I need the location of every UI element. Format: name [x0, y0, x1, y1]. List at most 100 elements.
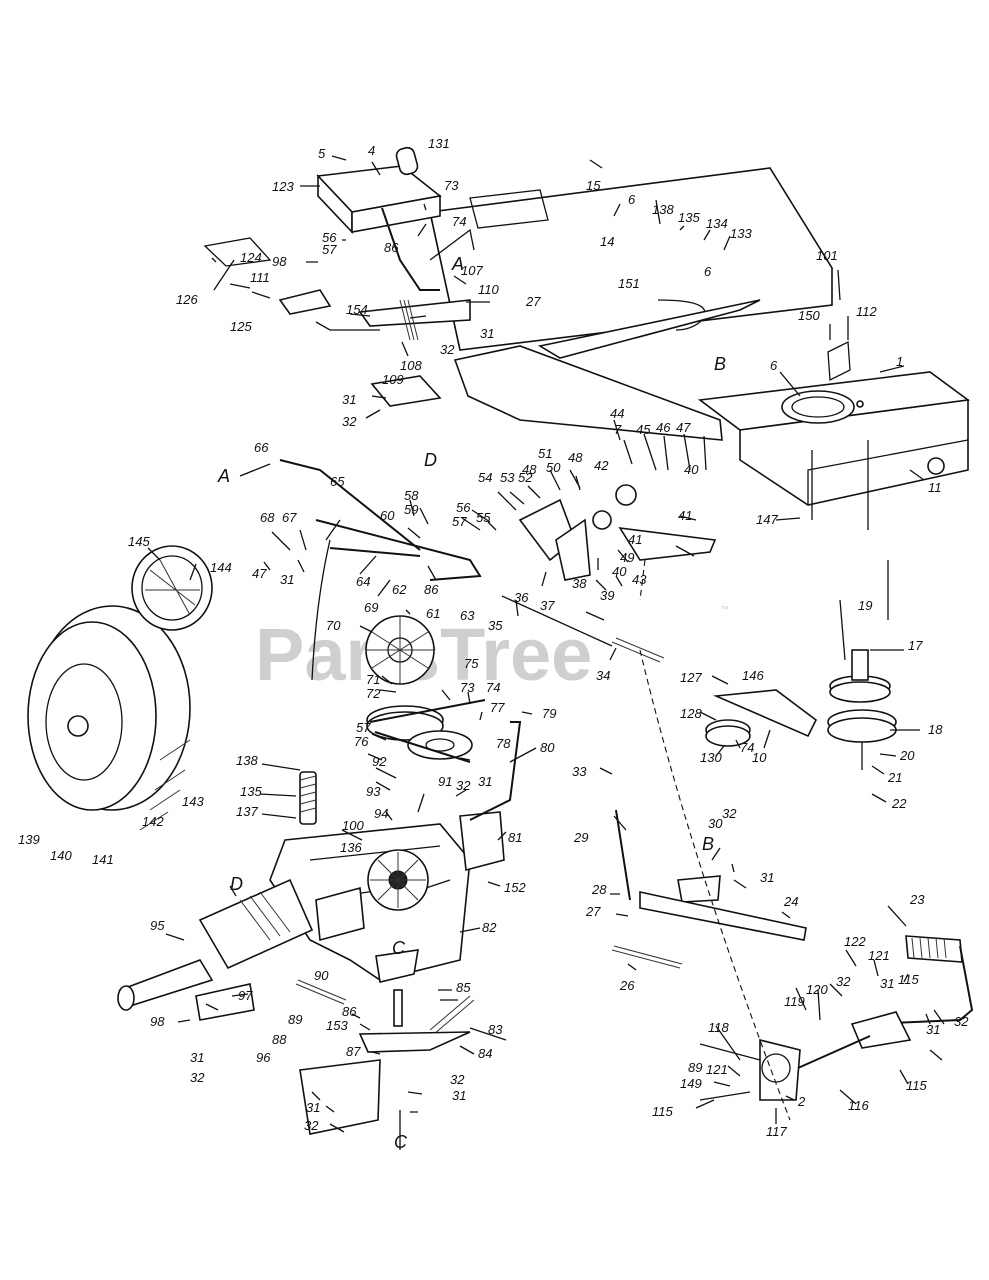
- ref-label: 18: [928, 722, 943, 737]
- ref-label: 56: [322, 230, 337, 245]
- ref-label: 43: [632, 572, 647, 587]
- ref-label: 111: [250, 270, 270, 285]
- ref-label: 53: [500, 470, 515, 485]
- callout-letter: D: [424, 450, 437, 470]
- ref-label: 112: [856, 304, 877, 319]
- ref-label: 123: [272, 179, 294, 194]
- ref-label: 31: [306, 1100, 320, 1115]
- ref-label: 7: [614, 422, 622, 437]
- ref-label: 119: [784, 994, 805, 1009]
- ref-label: 27: [585, 904, 601, 919]
- ref-label: 75: [464, 656, 479, 671]
- ref-label: 37: [540, 598, 555, 613]
- ref-label: 74: [740, 740, 754, 755]
- ref-label: 31: [342, 392, 356, 407]
- ref-label: 126: [176, 292, 198, 307]
- ref-label: 33: [572, 764, 587, 779]
- ref-label: 57: [452, 514, 467, 529]
- ref-label: 59: [404, 502, 418, 517]
- ref-label: 46: [656, 420, 671, 435]
- ref-label: 144: [210, 560, 232, 575]
- ref-label: 32: [440, 342, 455, 357]
- ref-label: 21: [887, 770, 902, 785]
- ref-label: 86: [342, 1004, 357, 1019]
- ref-label: 22: [891, 796, 907, 811]
- ref-label: 20: [899, 748, 915, 763]
- ref-label: 93: [366, 784, 381, 799]
- ref-label: 124: [240, 250, 262, 265]
- callout-letter: D: [230, 874, 243, 894]
- ref-label: 14: [600, 234, 614, 249]
- callout-letter: B: [714, 354, 726, 374]
- ref-label: 11: [928, 480, 942, 495]
- ref-label: 77: [490, 700, 505, 715]
- ref-label: 96: [256, 1050, 271, 1065]
- ref-label: 81: [508, 830, 522, 845]
- ref-label: 73: [460, 680, 475, 695]
- ref-label: 27: [525, 294, 541, 309]
- ref-label: 19: [858, 598, 872, 613]
- ref-label: 6: [770, 358, 778, 373]
- ref-label: 31: [452, 1088, 466, 1103]
- ref-label: 41: [628, 532, 642, 547]
- ref-label: 139: [18, 832, 40, 847]
- ref-label: 63: [460, 608, 475, 623]
- ref-label: 78: [496, 736, 511, 751]
- ref-label: 31: [190, 1050, 204, 1065]
- ref-label: 146: [742, 668, 764, 683]
- ref-label: 47: [252, 566, 267, 581]
- ref-label: 29: [573, 830, 588, 845]
- ref-label: 38: [572, 576, 587, 591]
- ref-label: 127: [680, 670, 702, 685]
- ref-label: 32: [450, 1072, 465, 1087]
- ref-label: 115: [906, 1078, 927, 1093]
- ref-label: 115: [652, 1104, 673, 1119]
- ref-label: 150: [798, 308, 820, 323]
- ref-label: 62: [392, 582, 407, 597]
- ref-label: 44: [610, 406, 624, 421]
- ref-label: 76: [354, 734, 369, 749]
- ref-label: 118: [708, 1020, 729, 1035]
- ref-label: 36: [514, 590, 529, 605]
- ref-label: 83: [488, 1022, 503, 1037]
- ref-label: 135: [678, 210, 700, 225]
- ref-label: 108: [400, 358, 422, 373]
- ref-label: 57: [322, 242, 337, 257]
- callout-letter: A: [217, 466, 230, 486]
- ref-label: 17: [908, 638, 923, 653]
- ref-label: 109: [382, 372, 404, 387]
- ref-label: 120: [806, 982, 828, 997]
- ref-label: 98: [150, 1014, 165, 1029]
- ref-label: 26: [619, 978, 635, 993]
- ref-label: 74: [486, 680, 500, 695]
- ref-label: 40: [684, 462, 699, 477]
- ref-label: 6: [628, 192, 636, 207]
- ref-label: 94: [374, 806, 388, 821]
- ref-label: 74: [452, 214, 466, 229]
- ref-label: 35: [488, 618, 503, 633]
- ref-label: 40: [612, 564, 627, 579]
- ref-label: 125: [230, 319, 252, 334]
- ref-label: 49: [620, 550, 634, 565]
- ref-label: 60: [380, 508, 395, 523]
- ref-label: 131: [428, 136, 450, 151]
- ref-label: 47: [676, 420, 691, 435]
- ref-label: 90: [314, 968, 329, 983]
- guide-line: [639, 559, 646, 601]
- ref-label: 85: [456, 980, 471, 995]
- ref-label: 64: [356, 574, 370, 589]
- ref-label: 31: [926, 1022, 940, 1037]
- ref-label: 66: [254, 440, 269, 455]
- ref-label: 42: [594, 458, 609, 473]
- ref-label: 142: [142, 814, 164, 829]
- ref-label: 61: [426, 606, 440, 621]
- ref-label: 1: [896, 354, 903, 369]
- ref-label: 48: [568, 450, 583, 465]
- ref-label: 121: [868, 948, 890, 963]
- ref-label: 97: [238, 988, 253, 1003]
- ref-label: 87: [346, 1044, 361, 1059]
- ref-label: 82: [482, 920, 497, 935]
- ref-label: 95: [150, 918, 165, 933]
- ref-label: 91: [438, 774, 452, 789]
- ref-label: 31: [880, 976, 894, 991]
